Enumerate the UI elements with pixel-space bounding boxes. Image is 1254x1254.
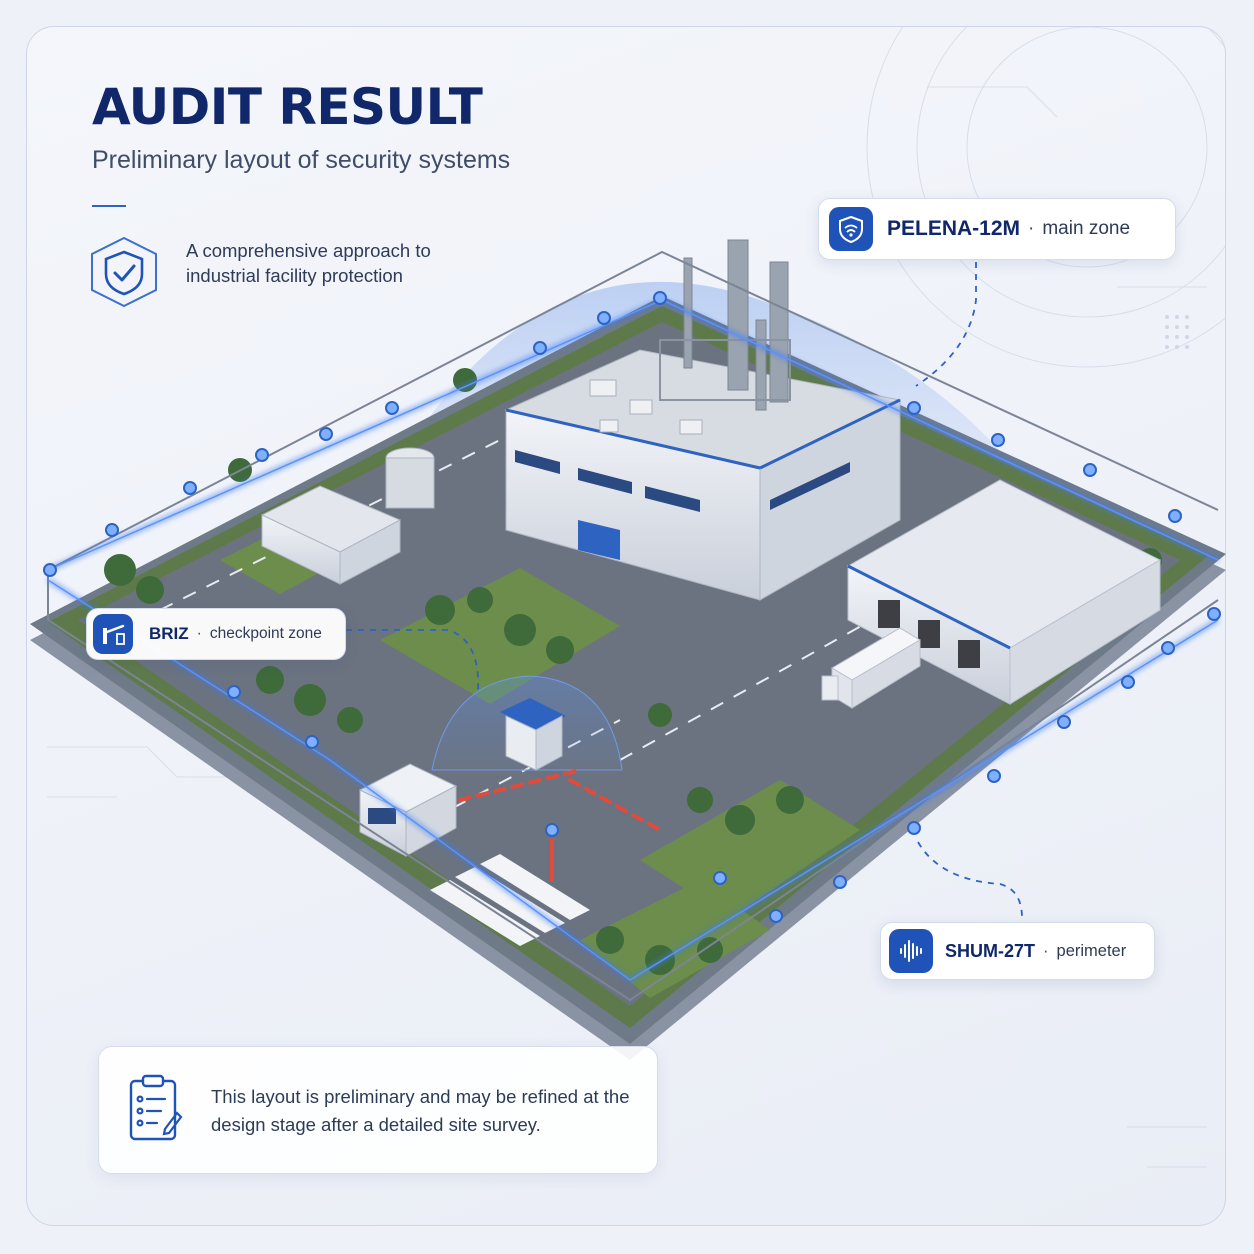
green-island-gate bbox=[580, 880, 770, 998]
sensor-nodes bbox=[43, 291, 1221, 923]
background-tech-lines bbox=[47, 27, 1225, 1168]
shield-check-icon bbox=[91, 236, 157, 308]
page-subtitle: Preliminary layout of security systems bbox=[92, 146, 511, 174]
pelena-leader-line bbox=[915, 262, 977, 387]
callout-shum-name: SHUM-27T bbox=[945, 940, 1036, 961]
callout-pelena-name: PELENA-12M bbox=[887, 217, 1021, 240]
callout-shum-separator: · bbox=[1043, 941, 1049, 960]
callout-shum: SHUM-27T · perimeter bbox=[880, 922, 1155, 980]
warehouse-building bbox=[846, 479, 1162, 705]
site-asphalt bbox=[78, 322, 1180, 1006]
callout-pelena: PELENA-12M · main zone bbox=[818, 198, 1176, 260]
barrier-gate-icon bbox=[93, 614, 133, 654]
callout-shum-zone: perimeter bbox=[1056, 941, 1127, 960]
clipboard-checklist-icon bbox=[129, 1074, 183, 1141]
intro-text: A comprehensive approach to industrial f… bbox=[186, 240, 431, 286]
main-factory-building bbox=[504, 239, 902, 601]
preliminary-note-text: This layout is preliminary and may be re… bbox=[211, 1086, 630, 1135]
callout-briz-separator: · bbox=[196, 625, 202, 642]
title-underline bbox=[92, 205, 126, 207]
shield-signal-icon bbox=[829, 207, 873, 251]
page-title: AUDIT RESULT bbox=[92, 78, 483, 136]
callout-pelena-separator: · bbox=[1028, 218, 1035, 239]
green-island-center bbox=[380, 568, 620, 704]
callout-briz-name: BRIZ bbox=[149, 624, 189, 643]
callout-briz-zone: checkpoint zone bbox=[209, 625, 322, 642]
shum-leader-line bbox=[917, 841, 1023, 919]
preliminary-note-panel: This layout is preliminary and may be re… bbox=[98, 1046, 658, 1174]
callout-briz: BRIZ · checkpoint zone bbox=[86, 608, 346, 660]
delivery-truck bbox=[821, 627, 921, 709]
checkpoint-booth bbox=[500, 698, 566, 771]
auxiliary-building bbox=[260, 447, 435, 585]
sound-wave-icon bbox=[889, 929, 933, 973]
callout-pelena-zone: main zone bbox=[1042, 218, 1131, 239]
